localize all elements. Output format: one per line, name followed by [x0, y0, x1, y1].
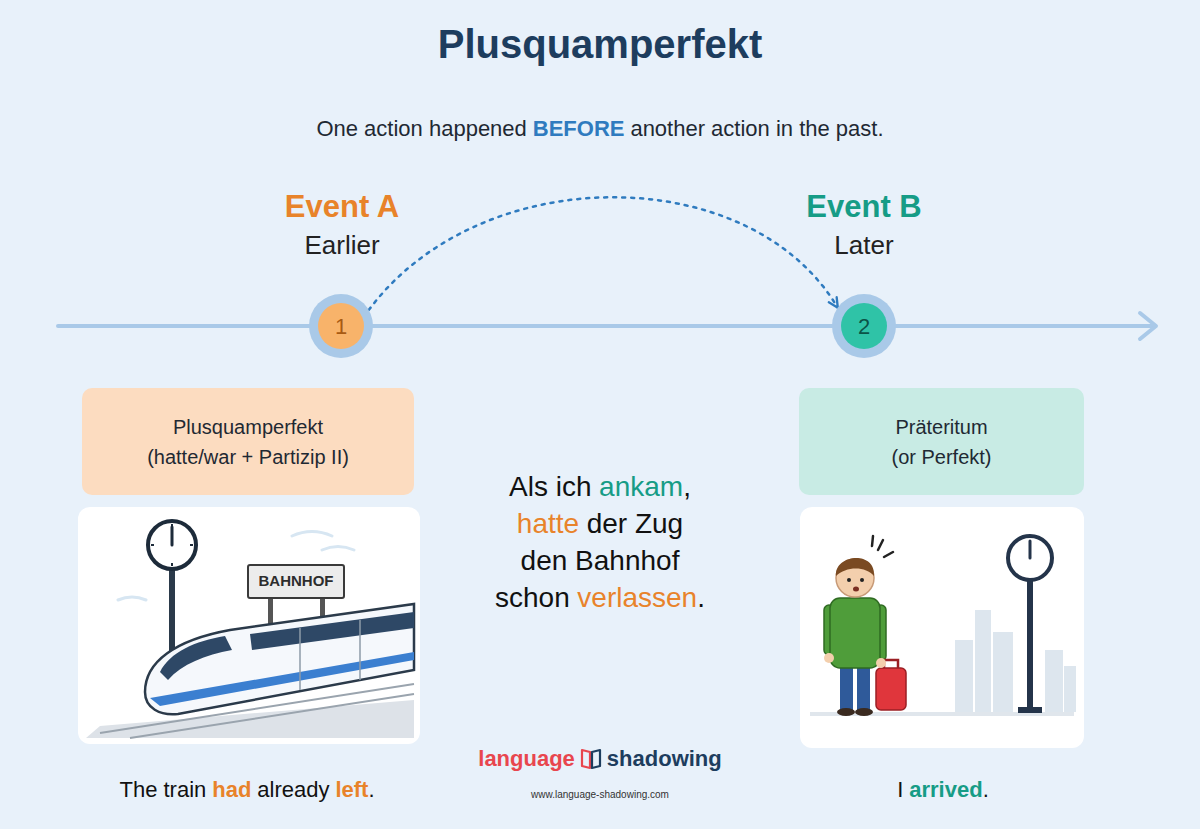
train-stripe	[150, 652, 414, 706]
train-windshield	[160, 636, 232, 680]
logo-icon	[580, 747, 602, 771]
sequence-arrow	[369, 197, 838, 310]
train-door	[300, 620, 360, 690]
circle-fill	[318, 303, 364, 349]
logo-book-left	[582, 750, 590, 768]
step-circle: 1	[309, 294, 373, 358]
subtitle-text: another action in the past.	[630, 116, 883, 141]
circle-ring	[309, 294, 373, 358]
skyline-building	[955, 640, 973, 712]
subtitle-text: BEFORE	[533, 116, 625, 141]
example-sentence-text: ,	[683, 471, 691, 502]
example-sentence-text: schon	[495, 582, 570, 613]
illustration-card	[78, 507, 420, 744]
box-text: (or Perfekt)	[891, 442, 991, 472]
event-heading-text: Event B	[806, 189, 921, 224]
train-body	[145, 604, 414, 714]
logo-book-right	[592, 750, 600, 768]
translation-text: The train	[119, 777, 206, 802]
timeline-line	[58, 324, 1152, 328]
tense-box: Plusquamperfekt(hatte/war + Partizip II)	[82, 388, 414, 495]
translation-text: already	[257, 777, 329, 802]
circle-fill	[841, 303, 887, 349]
suitcase	[876, 668, 906, 710]
translation-text: .	[983, 777, 989, 802]
suitcase-handle	[884, 660, 898, 668]
event-heading-text: Event A	[285, 189, 399, 224]
box-text: Präteritum	[895, 412, 987, 442]
person-hair	[836, 558, 874, 576]
person-shoe	[855, 708, 873, 716]
example-sentence-text: .	[697, 582, 705, 613]
station-sign-text-text: BAHNHOF	[259, 572, 334, 589]
example-sentence-text: verlassen	[577, 582, 697, 613]
website-url-text: www.language-shadowing.com	[531, 789, 669, 800]
subtitle-text: One action happened	[316, 116, 526, 141]
box-text: Plusquamperfekt	[173, 412, 323, 442]
person-hand	[876, 658, 886, 668]
text-line: Later	[364, 230, 1200, 261]
step-number: 1	[335, 310, 347, 343]
logo-text: language	[478, 746, 575, 771]
traveller-illustration	[800, 507, 1084, 748]
text-line: hatte der Zug	[100, 507, 1100, 541]
example-sentence-text: ankam	[599, 471, 683, 502]
person-hoodie	[830, 598, 880, 668]
translation-text: .	[368, 777, 374, 802]
text-line: schonverlassen.	[100, 581, 1100, 615]
clock-post	[1027, 580, 1033, 710]
person-mouth	[853, 587, 859, 592]
person-hand	[824, 653, 834, 663]
box-text: (hatte/war + Partizip II)	[147, 442, 349, 472]
circle-ring	[832, 294, 896, 358]
event-time-text: Earlier	[304, 230, 379, 260]
clock-base	[1018, 707, 1042, 713]
event-time-text: Later	[834, 230, 893, 260]
translation-text: I	[897, 777, 903, 802]
diagram-title: Plusquamperfekt	[0, 20, 1200, 68]
text-line: One action happened BEFOREanother action …	[100, 116, 1100, 142]
clock-face	[148, 521, 196, 569]
clock-post	[169, 568, 175, 658]
text-line: den Bahnhof	[100, 544, 1100, 578]
example-sentence-text: Als ich	[509, 471, 591, 502]
train-windows	[250, 612, 414, 650]
step-circle: 2	[832, 294, 896, 358]
skyline-building	[975, 610, 991, 712]
timeline	[58, 313, 1156, 339]
text-line: language shadowing	[100, 746, 1100, 772]
person-eye	[847, 578, 851, 582]
person-shoe	[837, 708, 855, 716]
clock-face	[1008, 536, 1052, 580]
person-eye	[860, 578, 864, 582]
logo-text: shadowing	[607, 746, 722, 771]
text-line: Event B	[364, 188, 1200, 225]
skyline-building	[993, 632, 1013, 712]
example-sentence-text: den Bahnhof	[521, 545, 680, 576]
logo-book	[580, 747, 602, 771]
station-sign	[248, 565, 344, 598]
example-sentence-text: hatte	[517, 508, 579, 539]
text-line: Iarrived.	[443, 777, 1200, 803]
text-line: Earlier	[0, 230, 842, 261]
text-line: Event A	[0, 188, 842, 225]
skyline-building	[1045, 650, 1063, 712]
clock-ticks	[151, 524, 193, 566]
translation-text: arrived	[909, 777, 982, 802]
illustration-card	[800, 507, 1084, 748]
translation-text: left	[335, 777, 368, 802]
tense-box: Präteritum(or Perfekt)	[799, 388, 1084, 495]
text-line: Als ich ankam,	[100, 470, 1100, 504]
train-illustration	[78, 507, 420, 744]
step-number: 2	[858, 310, 870, 343]
translation-text: had	[212, 777, 251, 802]
clock-hands	[171, 527, 174, 545]
example-sentence-text: der Zug	[587, 508, 684, 539]
skyline-building	[1064, 666, 1076, 712]
clock-hands	[1029, 541, 1032, 558]
surprise-marks	[872, 536, 893, 557]
timeline-arrowhead	[1140, 313, 1156, 339]
